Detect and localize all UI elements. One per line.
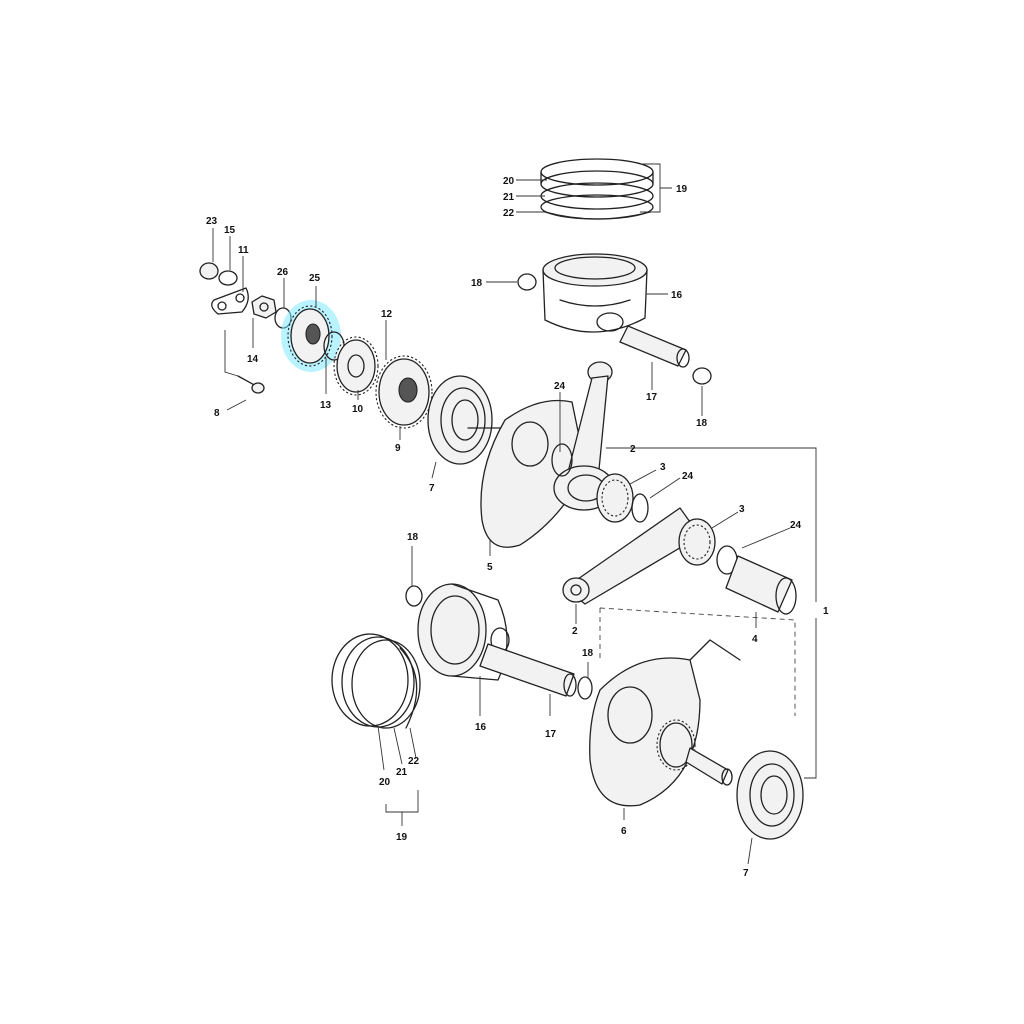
nut-washer-assembly: [199, 262, 292, 329]
gear-9: [375, 355, 433, 429]
callout-18-lower-left: 18: [407, 532, 419, 543]
leader-lines: [212, 163, 817, 865]
callout-23: 23: [206, 216, 218, 227]
crankshaft-half-right: [589, 639, 741, 807]
callout-7-lower: 7: [743, 868, 749, 879]
gear-25: [281, 300, 341, 372]
circlip-lower-right: [577, 676, 593, 700]
callout-18-lower-right: 18: [582, 648, 594, 659]
callout-18-top-left: 18: [471, 278, 483, 289]
circlip-top-right: [692, 367, 712, 385]
callout-4: 4: [752, 634, 758, 645]
thrust-washer-24a: [551, 443, 573, 477]
main-bearing-upper: [427, 375, 493, 465]
callout-16-top: 16: [671, 290, 683, 301]
callout-3-lower: 3: [739, 504, 745, 515]
callout-16-lower: 16: [475, 722, 487, 733]
callout-24-b: 24: [682, 471, 694, 482]
callout-26: 26: [277, 267, 289, 278]
callout-20-top: 20: [503, 176, 515, 187]
callout-11: 11: [238, 245, 249, 256]
needle-bearing-lower: [678, 518, 716, 566]
callout-13: 13: [320, 400, 332, 411]
callout-17-lower: 17: [545, 729, 557, 740]
callout-19-top: 19: [676, 184, 688, 195]
thrust-washer-24b: [631, 493, 649, 523]
callout-3-upper: 3: [660, 462, 666, 473]
piston-ring-set-lower: [331, 633, 421, 729]
piston-pin-lower: [479, 643, 577, 697]
piston-ring-set-top: [540, 158, 654, 220]
callout-10: 10: [352, 404, 364, 415]
callout-20-lower: 20: [379, 777, 391, 788]
callout-24-a: 24: [554, 381, 566, 392]
circlip-top-left: [517, 273, 537, 291]
crank-pin: [725, 555, 797, 615]
circlip-lower-left: [405, 585, 423, 607]
assembly-guide-line: [599, 607, 796, 716]
piston-lower: [417, 583, 510, 681]
callout-24-c: 24: [790, 520, 802, 531]
callout-5: 5: [487, 562, 493, 573]
callout-25-highlighted: 25: [309, 273, 321, 284]
callout-22-lower: 22: [408, 756, 420, 767]
bolt: [237, 375, 265, 394]
callout-14: 14: [247, 354, 259, 365]
callout-2-upper: 2: [630, 444, 636, 455]
callouts: 20 21 22 19 18 16 17 18 23 15 11 26 25 1…: [206, 176, 829, 879]
piston-pin-top: [619, 325, 690, 368]
callout-1: 1: [823, 606, 829, 617]
callout-21-lower: 21: [396, 767, 408, 778]
piston-top: [542, 253, 648, 333]
callout-21-top: 21: [503, 192, 515, 203]
callout-9: 9: [395, 443, 401, 454]
callout-2-lower: 2: [572, 626, 578, 637]
callout-22-top: 22: [503, 208, 515, 219]
callout-17-top: 17: [646, 392, 658, 403]
callout-6: 6: [621, 826, 627, 837]
callout-15: 15: [224, 225, 236, 236]
callout-12: 12: [381, 309, 393, 320]
gear-10: [333, 336, 379, 396]
callout-18-top-right: 18: [696, 418, 708, 429]
main-bearing-lower: [736, 750, 804, 840]
callout-19-lower: 19: [396, 832, 408, 843]
callout-8: 8: [214, 408, 220, 419]
connecting-rod-lower: [562, 507, 701, 605]
needle-bearing-upper: [596, 473, 634, 523]
callout-7-upper: 7: [429, 483, 435, 494]
